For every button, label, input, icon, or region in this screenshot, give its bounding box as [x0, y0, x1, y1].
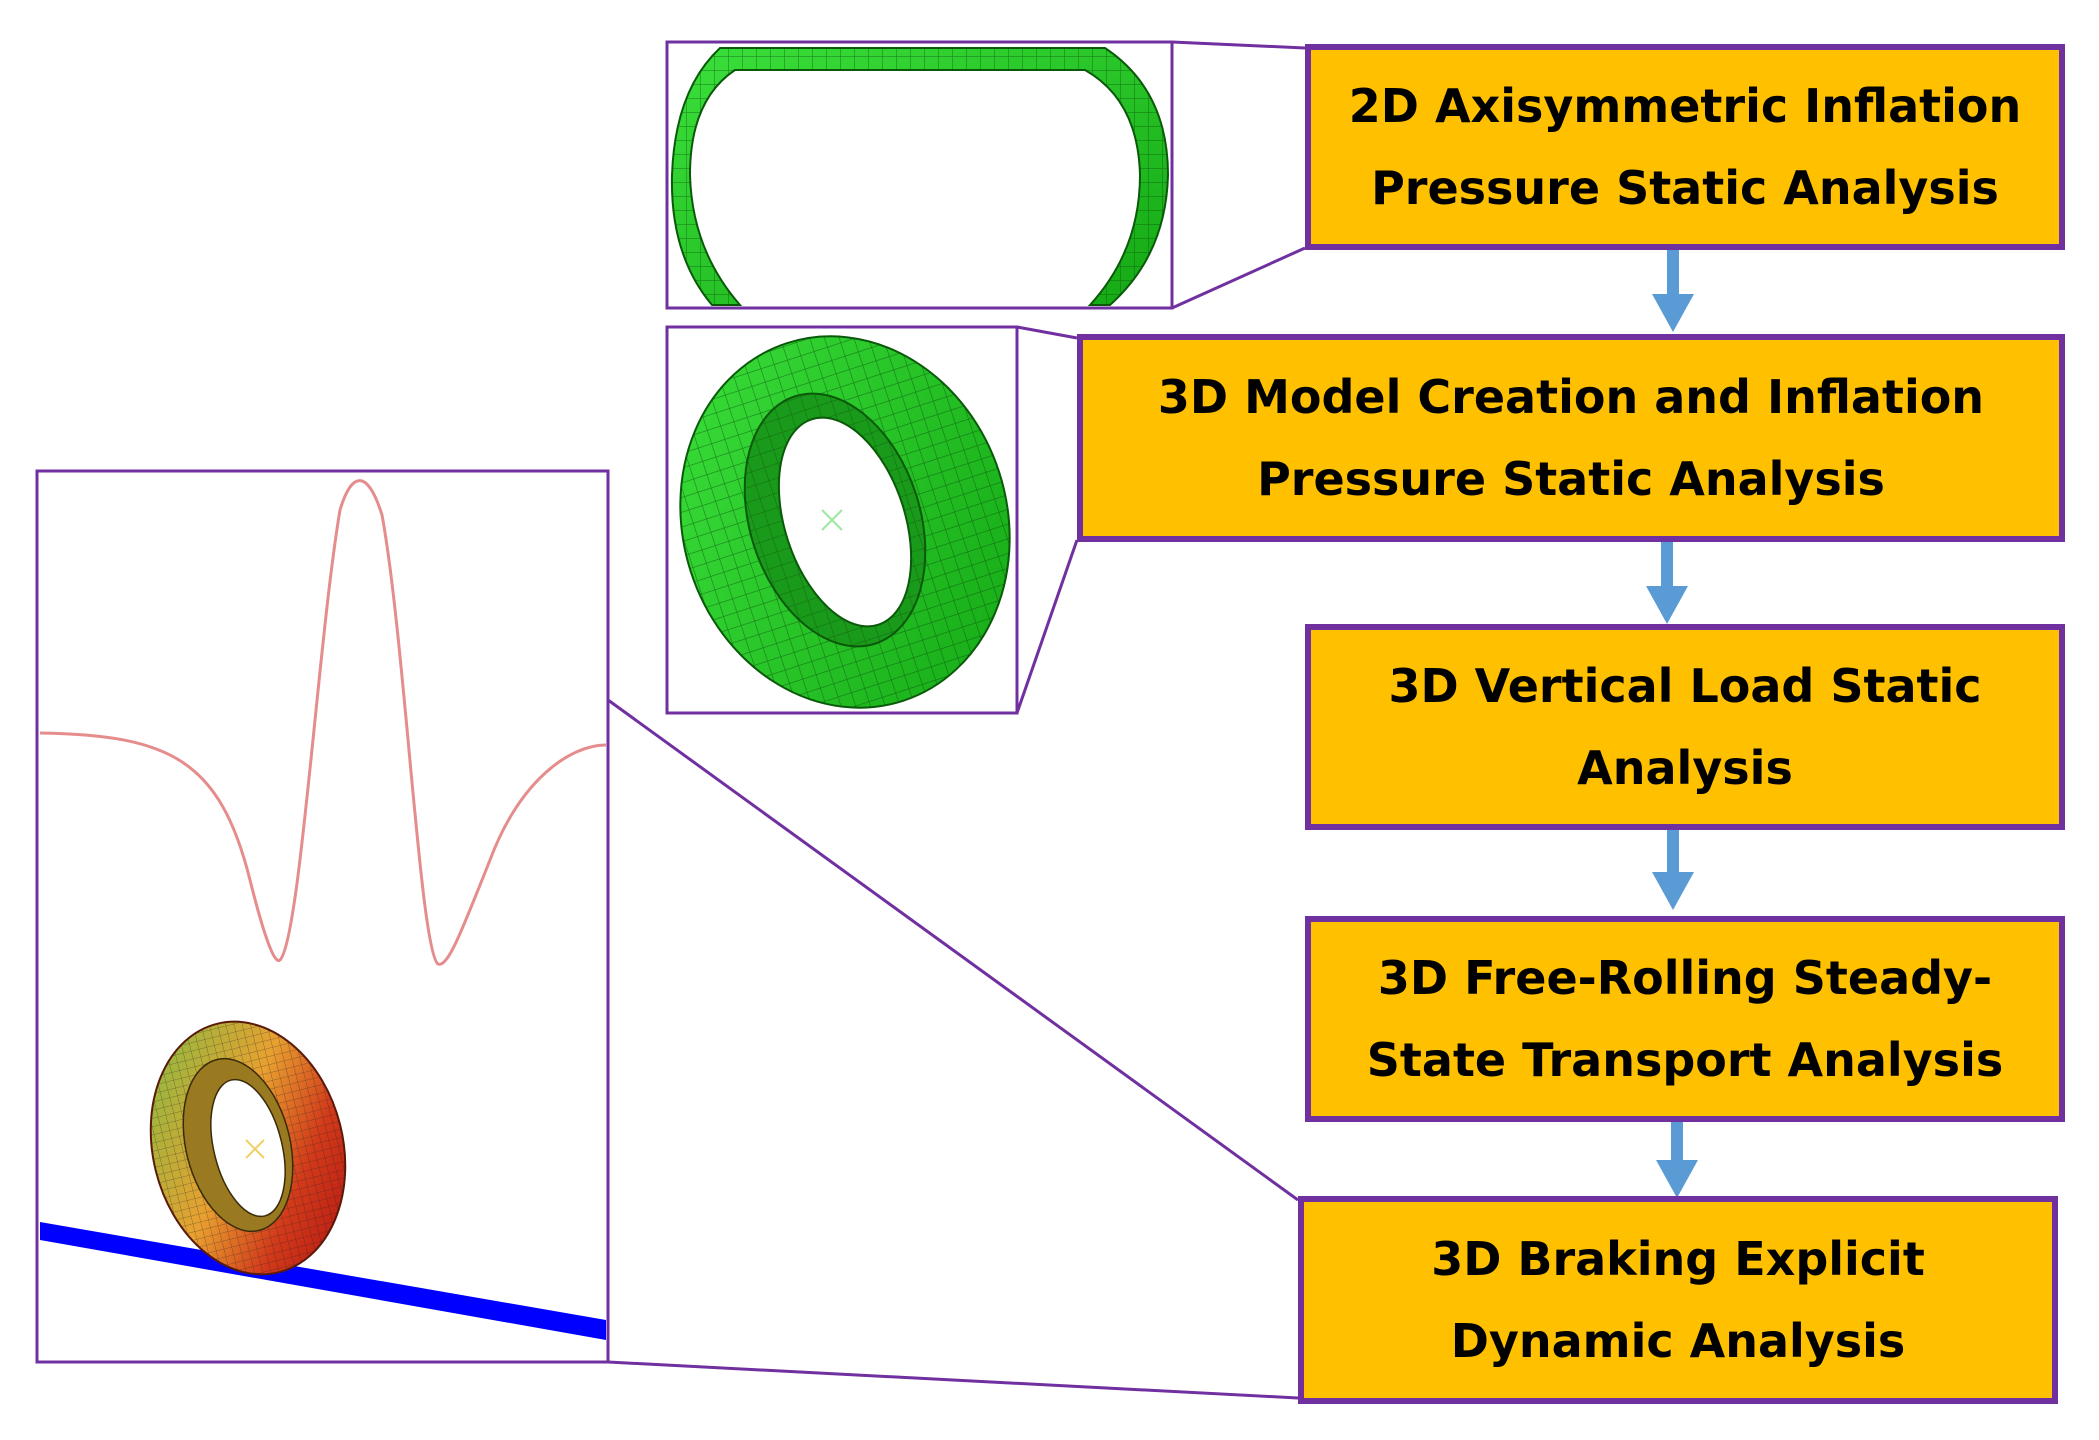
braking-simulation-image	[35, 469, 610, 1364]
step-box-1: 2D Axisymmetric Inflation Pressure Stati…	[1305, 44, 2065, 250]
step-box-2: 3D Model Creation and Inflation Pressure…	[1077, 334, 2065, 542]
step-box-5: 3D Braking Explicit Dynamic Analysis	[1298, 1196, 2058, 1404]
heated-tire	[149, 1020, 347, 1276]
connector-line-1a	[1171, 40, 1306, 50]
force-curve	[39, 479, 607, 966]
flow-arrows	[1646, 248, 1698, 1198]
tire-cross-section-image	[665, 40, 1174, 310]
road-surface	[40, 1222, 606, 1340]
connector-line-5a	[607, 698, 1299, 1202]
arrow-down-icon	[1656, 1118, 1698, 1198]
step-label-5: 3D Braking Explicit Dynamic Analysis	[1431, 1232, 1925, 1368]
connector-line-5b	[607, 1360, 1299, 1400]
center-mark-icon	[821, 509, 843, 531]
connector-line-2b	[1015, 539, 1079, 714]
step-label-1: 2D Axisymmetric Inflation Pressure Stati…	[1348, 79, 2022, 215]
arrow-down-icon	[1652, 248, 1694, 332]
step-label-2: 3D Model Creation and Inflation Pressure…	[1157, 370, 1985, 506]
connector-lines	[607, 40, 1306, 1400]
connector-line-2a	[1016, 325, 1078, 340]
connector-line-1b	[1171, 246, 1306, 310]
arrow-down-icon	[1652, 826, 1694, 910]
3d-tire-mesh-image	[665, 325, 1019, 715]
step-label-4: 3D Free-Rolling Steady-State Transport A…	[1366, 951, 2004, 1087]
tire-hole	[777, 416, 913, 628]
image-frame-1	[665, 40, 1174, 310]
step-box-3: 3D Vertical Load Static Analysis	[1305, 624, 2065, 830]
step-label-3: 3D Vertical Load Static Analysis	[1388, 659, 1982, 795]
step-box-4: 3D Free-Rolling Steady-State Transport A…	[1305, 916, 2065, 1122]
arrow-down-icon	[1646, 540, 1688, 624]
center-mark-icon	[245, 1139, 265, 1159]
